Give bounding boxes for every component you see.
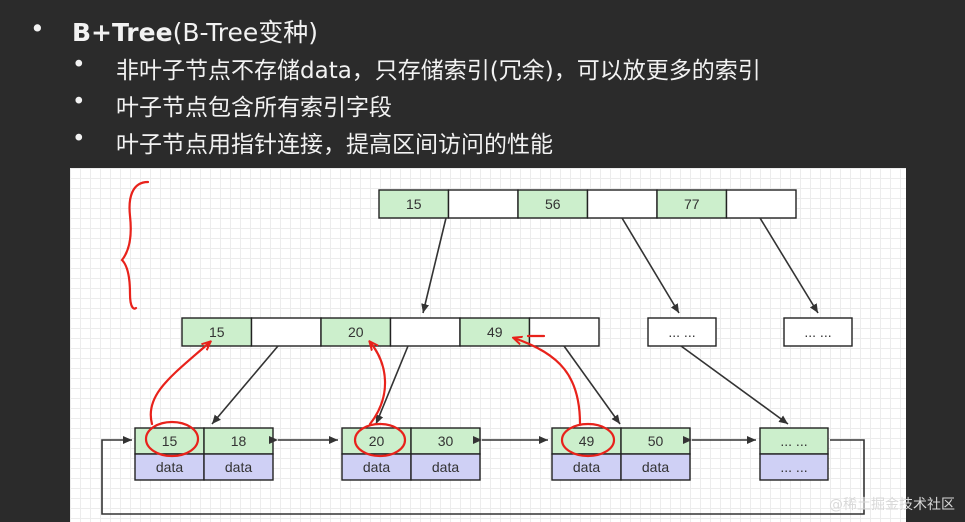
leaf-data-cell-box [134,453,205,481]
heading-rest: (B-Tree变种) [172,18,319,47]
leaf-key-cell-label: 20 [369,433,385,449]
circle-leaf-20 [353,422,407,458]
leaf-data-cell-label: data [156,459,183,475]
internal-node-cell-box [181,317,253,347]
root-node-cell-label: 15 [406,196,422,212]
internal-node-cell-box [528,317,600,347]
internal-node-ellipsis-label: ... ... [668,324,695,340]
leaf-key-cell-box [410,427,481,455]
circle-leaf-15 [144,420,200,458]
root-node-cell-box [586,189,658,219]
leaf-key-cell-label: 50 [648,433,664,449]
root-node-cell-box [517,189,589,219]
leaf-data-cell-label: data [363,459,390,475]
leaf-key-cell-label: ... ... [780,433,807,449]
leaf-key-cell-box [759,427,829,455]
pointer-root-to-ellipsis-1 [621,217,680,314]
sub-bullet-2: 叶子节点包含所有索引字段 [116,95,392,121]
root-node-cell-box [378,189,450,219]
leaf-data-cell-box [620,453,691,481]
leaf-data-cell-box [341,453,412,481]
tree-svg: 15 56 77 15 20 49 ... ... ... ... 15 18 data data 20… [101,180,865,515]
leaf-wraparound-link [101,436,865,515]
root-node-cell-box [656,189,728,219]
sub-bullet-3: 叶子节点用指针连接，提高区间访问的性能 [116,132,553,158]
pointer-root-to-ellipsis-2 [759,217,819,314]
heading-bplus-tree: B+Tree(B-Tree变种) [72,13,318,49]
root-node-cell-label: 77 [684,196,700,212]
root-node-cell-box [447,189,519,219]
sub-bullet-1: 非叶子节点不存储data，只存储索引(冗余)，可以放更多的索引 [116,58,761,84]
red-arrow-to-49 [514,338,582,426]
leaf-data-cell-box [759,453,829,481]
hand-drawn-brace-mark [120,180,150,310]
leaf-data-cell-box [203,453,274,481]
internal-node-cell-box [389,317,461,347]
leaf-key-cell-label: 18 [231,433,247,449]
red-arrow-to-15 [149,342,210,426]
leaf-key-cell-label: 49 [579,433,595,449]
heading-bold: B+Tree [72,18,173,47]
internal-node-cell-label: 15 [209,324,225,340]
pointer-level2-to-leaf-2 [375,345,409,425]
leaf-data-cell-label: data [573,459,600,475]
bullet-dot: • [72,126,86,152]
red-arrow-to-20 [370,342,387,426]
circle-leaf-49 [560,422,616,458]
leaf-key-cell-label: 15 [162,433,178,449]
bplus-tree-diagram: 15 56 77 15 20 49 ... ... ... ... 15 18 data data 20… [70,168,906,522]
internal-node-cell-box [320,317,392,347]
pointer-root-to-level2 [421,217,447,314]
internal-node-cell-label: 20 [348,324,364,340]
root-node-cell-box [725,189,797,219]
pointer-level2-to-leaf-3 [563,345,621,425]
pointer-level2-to-leaf-1 [211,345,279,425]
leaf-key-cell-box [620,427,691,455]
internal-node-ellipsis-box [647,317,717,347]
watermark: @稀土掘金技术社区 [829,497,955,513]
leaf-data-cell-label: data [432,459,459,475]
root-node-cell-label: 56 [545,196,561,212]
internal-node-cell-box [250,317,322,347]
leaf-data-cell-box [410,453,481,481]
internal-node-cell-label: 49 [487,324,503,340]
leaf-data-cell-label: data [642,459,669,475]
internal-node-ellipsis-label: ... ... [804,324,831,340]
bullet-dot: • [30,14,45,43]
bullet-dot: • [72,52,86,78]
leaf-data-cell-label: ... ... [780,459,807,475]
leaf-data-cell-label: data [225,459,252,475]
leaf-key-cell-label: 30 [438,433,454,449]
pointer-ellipsis-to-leaf-4 [680,345,789,425]
bullet-dot: • [72,89,86,115]
internal-node-ellipsis-box [783,317,853,347]
